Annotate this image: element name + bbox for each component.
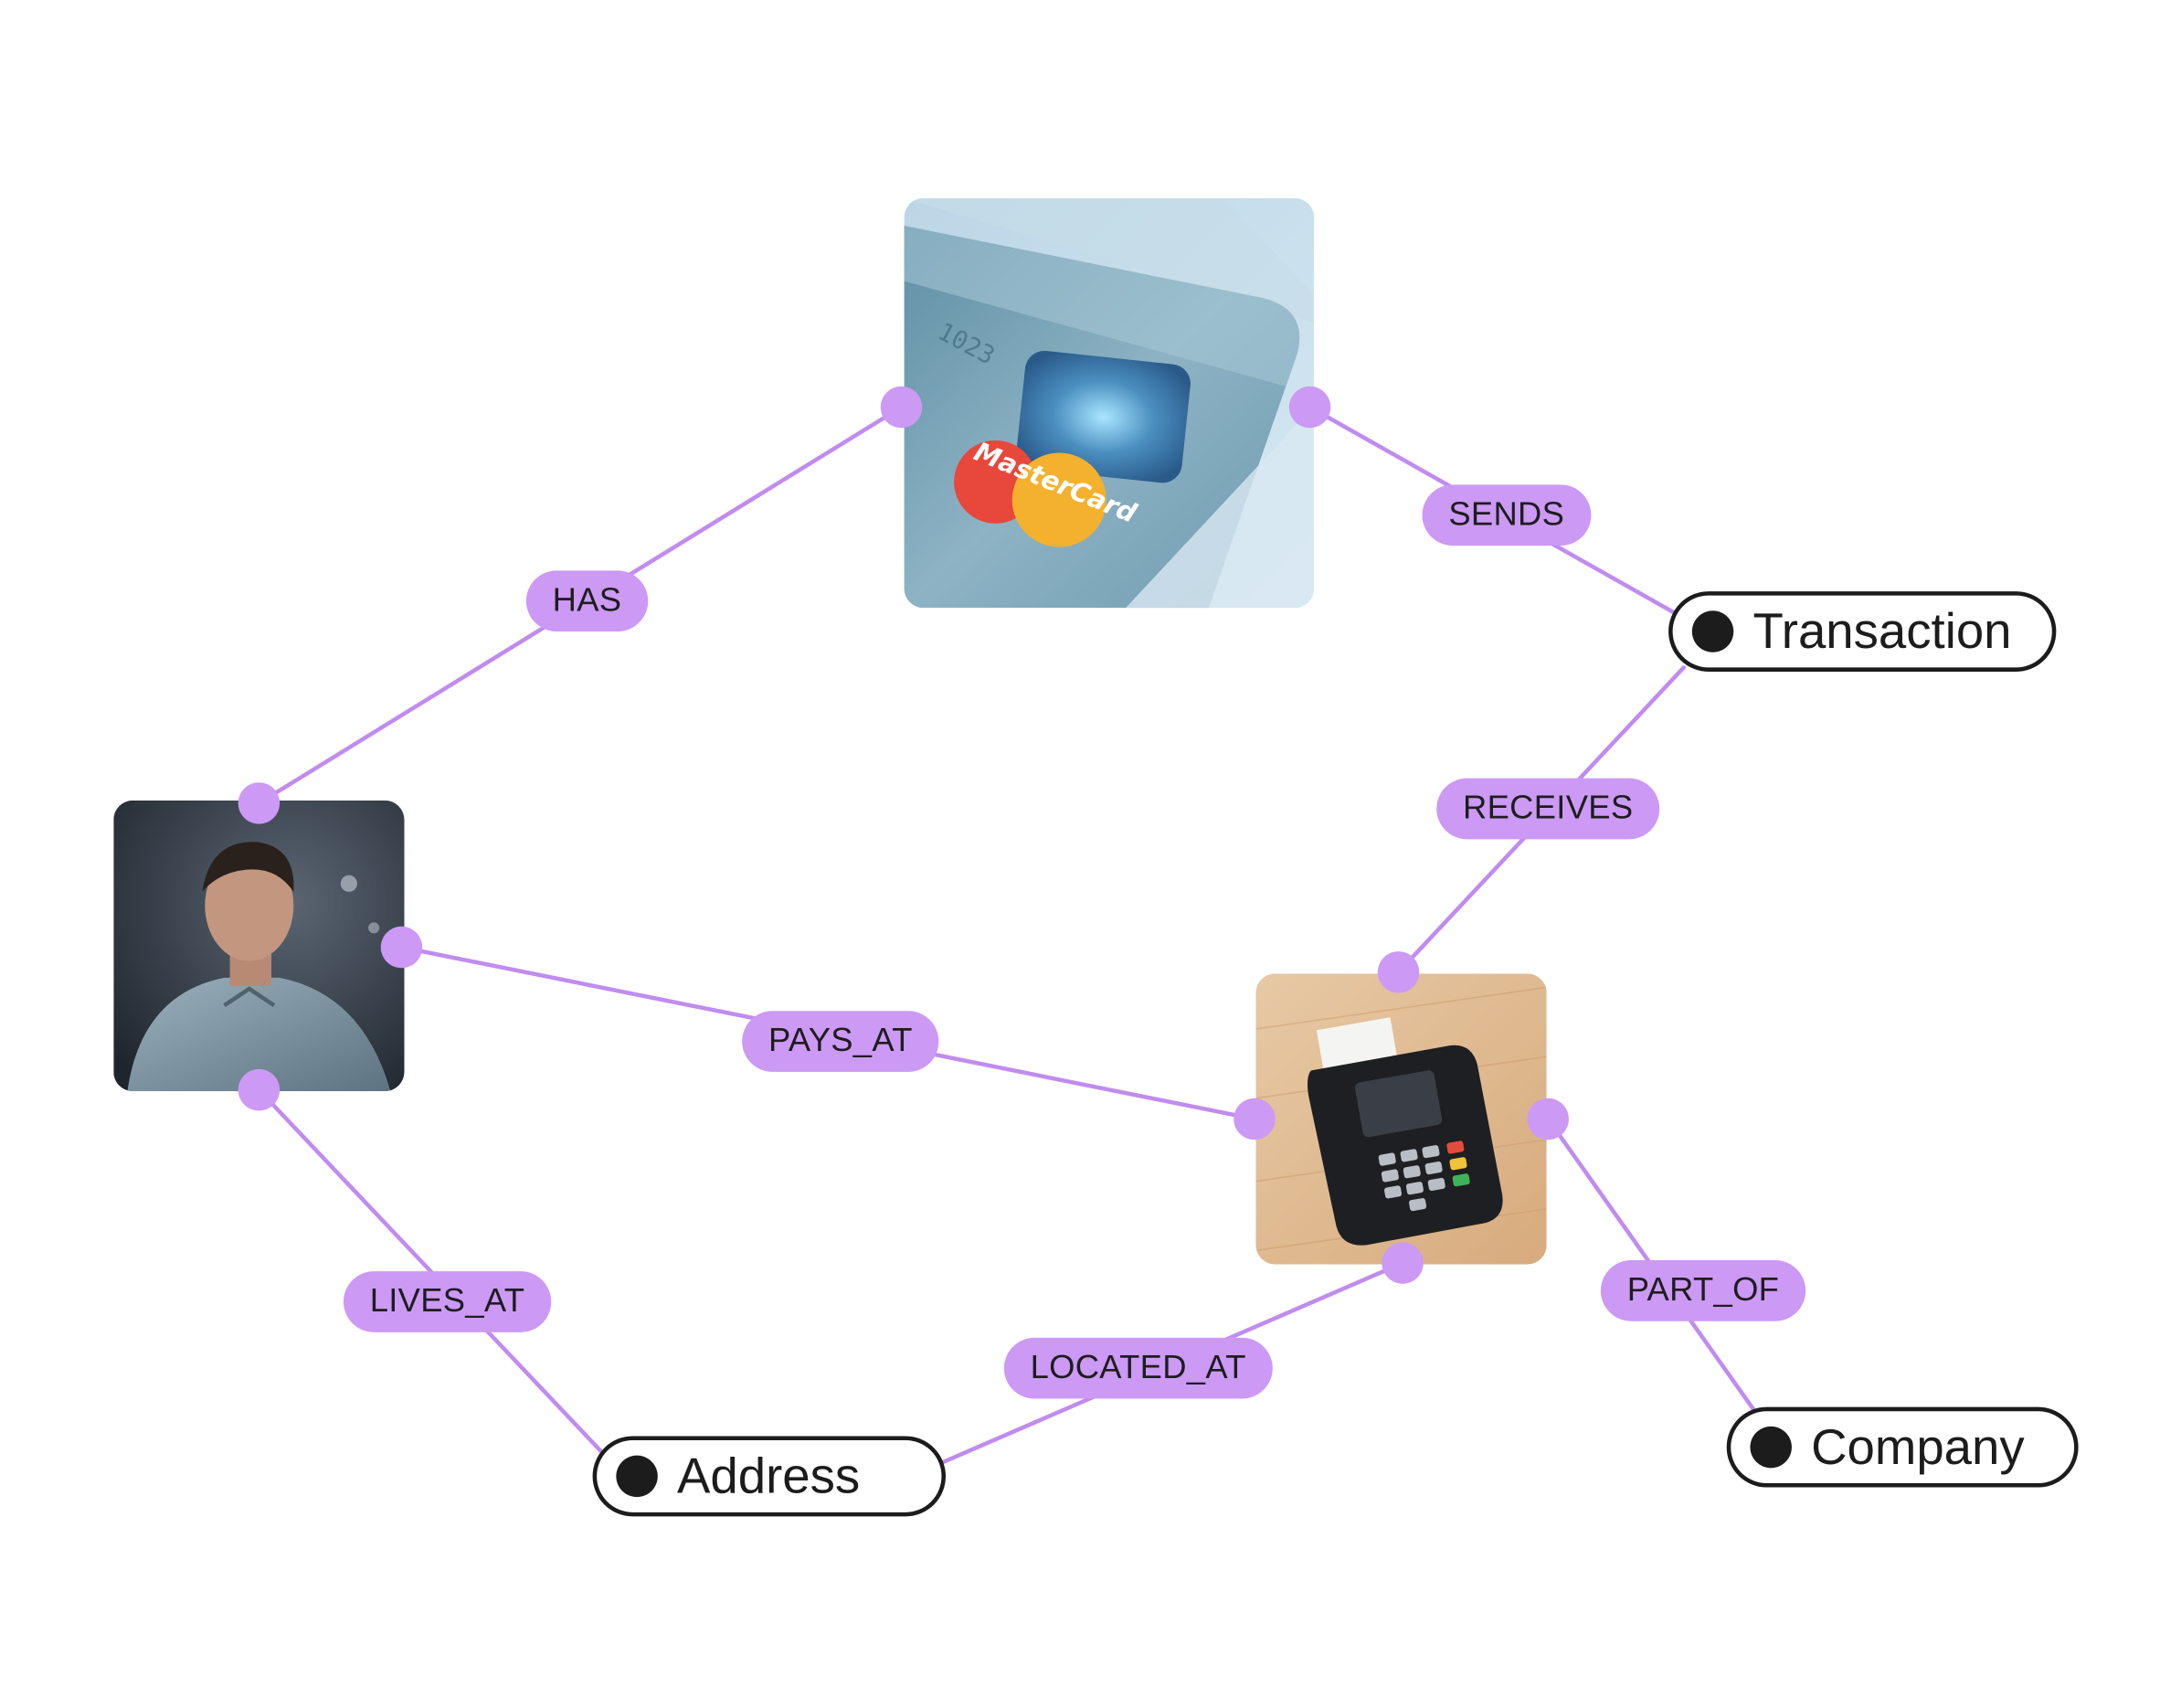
connector-dot (1527, 1098, 1569, 1140)
connector-dot (238, 1068, 281, 1111)
entity-node-transaction: Transaction (1668, 591, 2057, 672)
entity-label: Transaction (1752, 602, 2012, 660)
edge-label-sends: SENDS (1422, 484, 1591, 546)
edge-label-pays-at: PAYS_AT (742, 1011, 939, 1072)
connector-dot (1377, 951, 1420, 993)
connector-dot (1234, 1098, 1276, 1140)
credit-card-photo: MasterCard 1023 (904, 197, 1315, 609)
entity-node-company: Company (1726, 1406, 2079, 1488)
entity-label: Address (677, 1447, 861, 1504)
connector-dot (380, 926, 423, 969)
entity-marker-icon (1691, 610, 1734, 652)
entity-node-address: Address (592, 1436, 947, 1517)
payment-terminal-photo (1255, 973, 1547, 1265)
connector-dot (880, 386, 923, 429)
edge-label-lives-at: LIVES_AT (343, 1271, 552, 1332)
entity-label: Company (1811, 1417, 2025, 1475)
edge-label-part-of: PART_OF (1600, 1260, 1805, 1321)
edge-label-located-at: LOCATED_AT (1003, 1337, 1273, 1399)
edge-label-has: HAS (525, 570, 649, 632)
connector-dot (1288, 386, 1331, 429)
entity-marker-icon (1750, 1426, 1792, 1469)
connector-dot (1382, 1242, 1424, 1284)
person-photo (113, 800, 405, 1092)
connector-dot (238, 782, 281, 824)
entity-marker-icon (616, 1455, 658, 1498)
edge-label-receives: RECEIVES (1436, 778, 1660, 840)
